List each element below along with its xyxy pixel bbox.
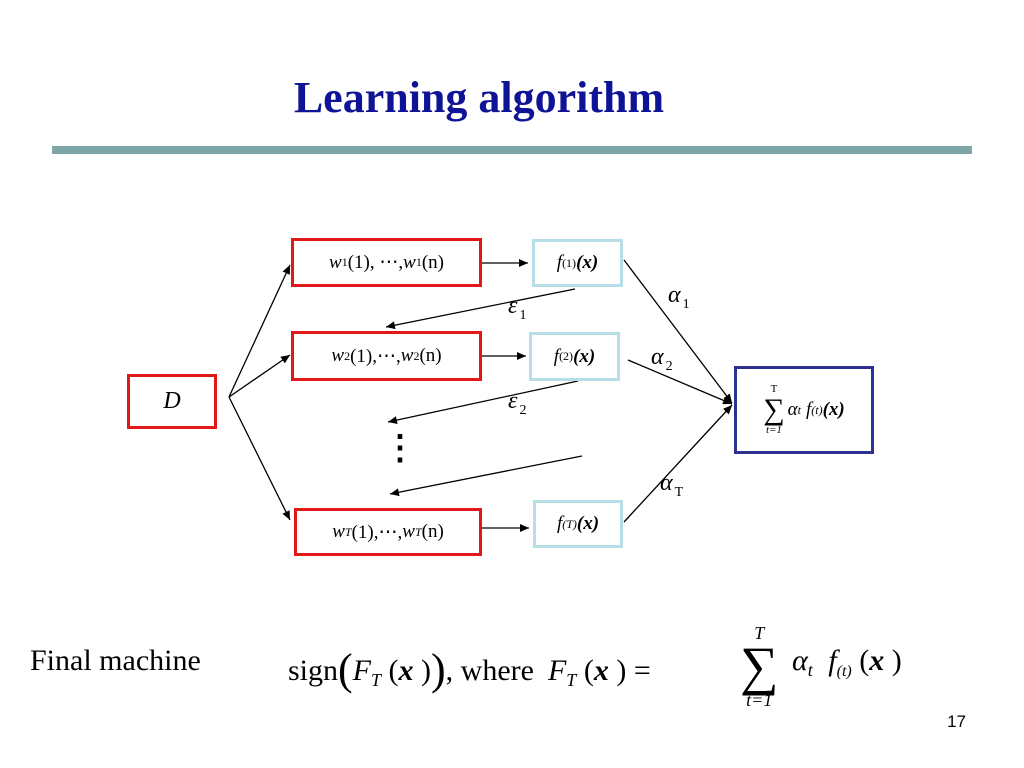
classifier-box-T: f(T)(x) bbox=[533, 500, 623, 548]
arrow-fT-to-sum bbox=[623, 404, 733, 523]
arrow-d-to-wT bbox=[228, 396, 291, 521]
arrow-f1-to-sum bbox=[623, 259, 733, 404]
classifier-box-2: f(2)(x) bbox=[529, 332, 620, 381]
arrow-d-to-w1 bbox=[228, 264, 291, 398]
data-box: D bbox=[127, 374, 217, 429]
title-divider bbox=[52, 146, 972, 154]
arrow-error-2 bbox=[387, 380, 579, 425]
final-machine-label: Final machine bbox=[30, 644, 201, 677]
formula-sum-operator: T ∑ t=1 bbox=[740, 623, 779, 710]
combined-sum-operator: T ∑ t=1 bbox=[763, 383, 785, 436]
ellipsis-dots: ⋮ bbox=[383, 430, 417, 467]
slide-title: Learning algorithm bbox=[293, 73, 665, 122]
arrow-error-1 bbox=[385, 288, 576, 330]
page-number: 17 bbox=[947, 712, 966, 731]
arrow-f2-to-sum bbox=[627, 359, 733, 405]
arrow-error-T bbox=[389, 455, 583, 497]
classifier-box-1: f(1)(x) bbox=[532, 239, 623, 287]
arrow-d-to-w2 bbox=[228, 354, 291, 398]
